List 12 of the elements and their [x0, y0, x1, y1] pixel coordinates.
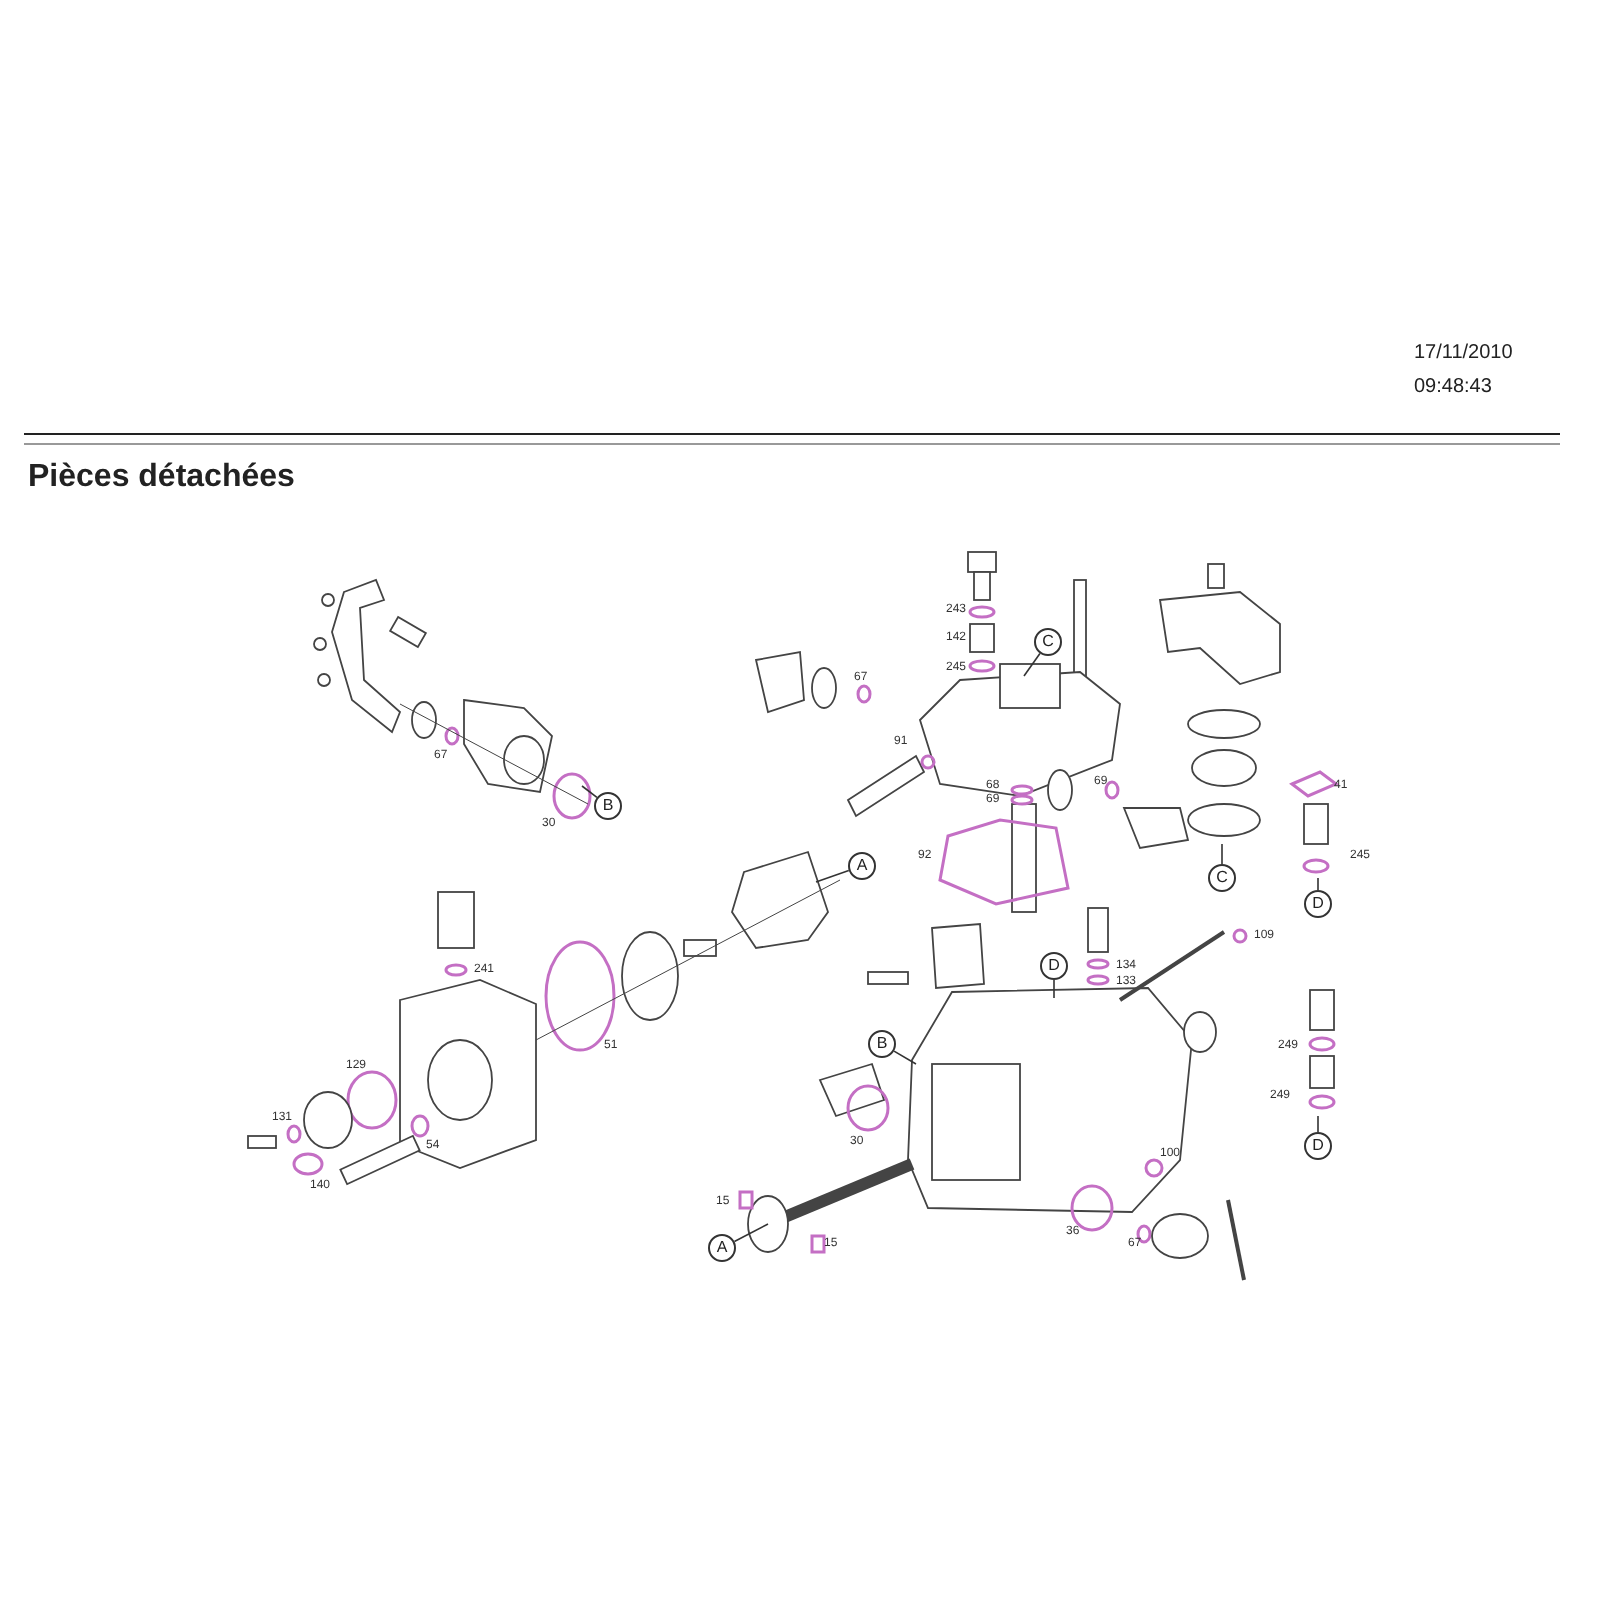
page-title: Pièces détachées [28, 458, 295, 498]
leader-line [1053, 979, 1055, 999]
leader-line [893, 1050, 917, 1065]
leader-line [1221, 843, 1223, 865]
timestamp-text: 17/11/2010 [1414, 344, 1513, 364]
leader-line [1023, 652, 1041, 677]
leader-line [581, 785, 598, 799]
leader-line [1317, 1115, 1319, 1133]
timestamp-text: 09:48:43 [1414, 378, 1492, 398]
leader-line [733, 1223, 769, 1243]
leader-line [815, 869, 850, 883]
leader-line [1317, 877, 1319, 891]
